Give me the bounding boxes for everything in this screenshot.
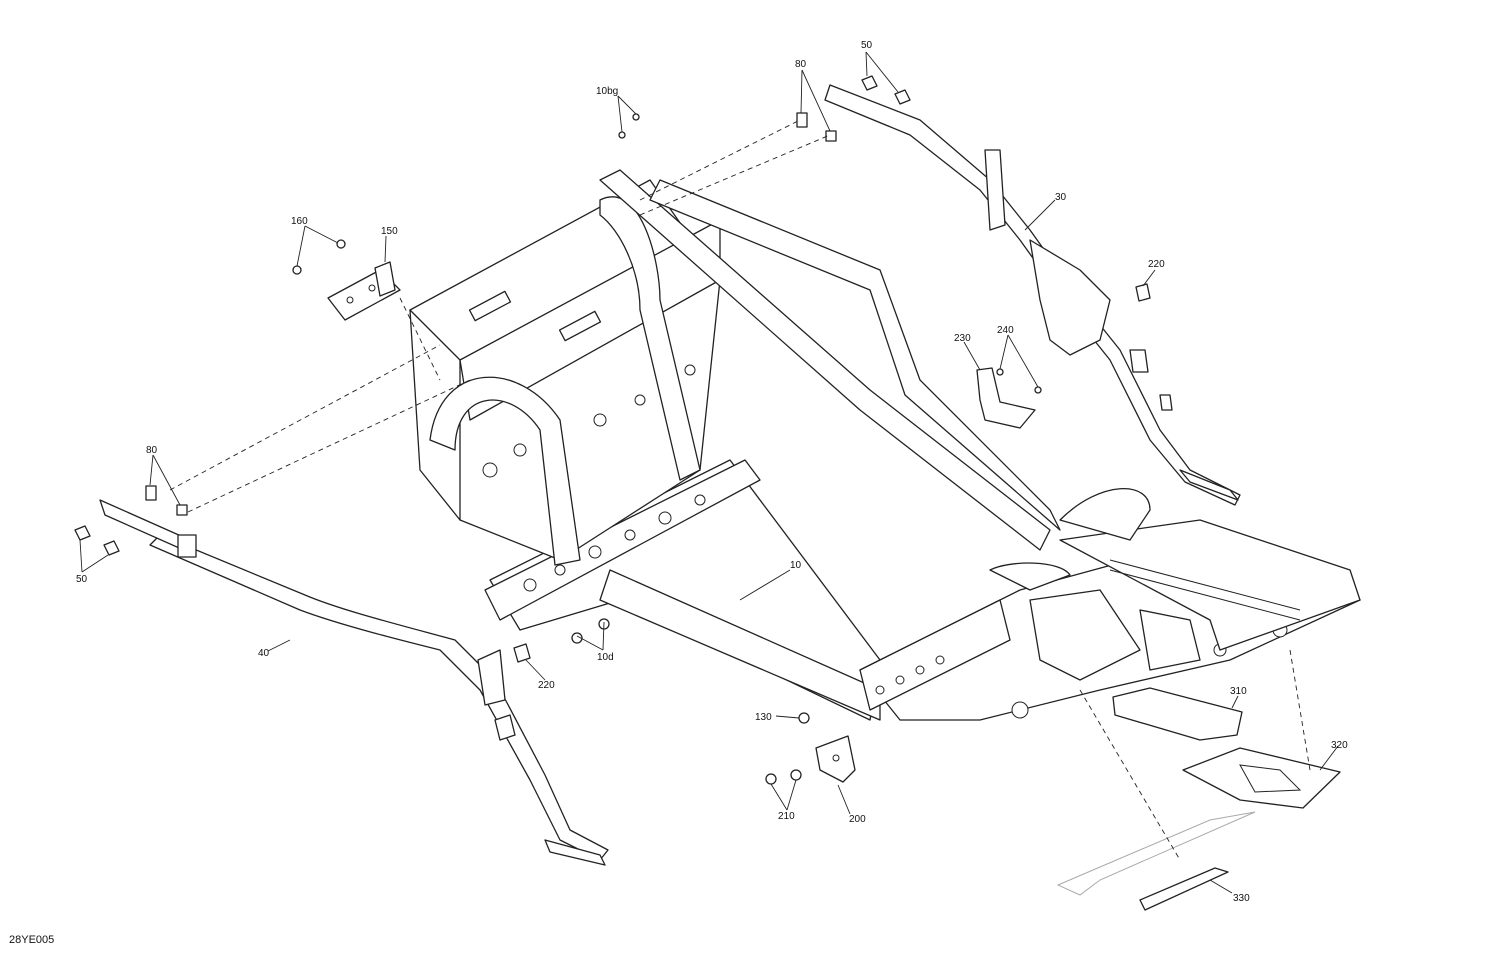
leader-lines [79,51,1339,894]
pad-310[interactable] [1112,687,1243,741]
bolt-50-left[interactable] [74,525,120,556]
callout-240: 240 [997,325,1014,336]
main-frame[interactable] [409,169,1361,721]
figure-id: 28YE005 [9,934,55,946]
callout-40: 40 [258,648,270,659]
bracket-200[interactable] [815,735,856,783]
callout-210: 210 [778,811,795,822]
clip-80-left[interactable] [145,485,188,516]
callout-160: 160 [291,216,308,227]
callout-230: 230 [954,333,971,344]
callout-200: 200 [849,814,866,825]
bracket-150[interactable] [327,261,401,321]
strip-330[interactable] [1056,811,1256,911]
callout-10d: 10d [597,652,614,663]
callout-150: 150 [381,226,398,237]
bolt-50-right[interactable] [861,75,911,105]
callout-50-left: 50 [76,574,88,585]
callout-10: 10 [790,560,802,571]
callout-50-right: 50 [861,40,873,51]
nut-210[interactable] [765,769,802,785]
bolt-10bg[interactable] [618,113,640,139]
callout-320: 320 [1331,740,1348,751]
clip-220-left[interactable] [513,643,531,663]
callout-220-right: 220 [1148,259,1165,270]
callout-30: 30 [1055,192,1067,203]
plate-320[interactable] [1182,747,1341,809]
right-side-tube[interactable] [824,84,1241,506]
callout-80-right: 80 [795,59,807,70]
bracket-230[interactable] [976,367,1036,429]
bolt-160[interactable] [292,239,346,275]
callout-80-left: 80 [146,445,158,456]
nut-130[interactable] [798,712,810,724]
alignment-lines [169,119,1311,861]
callout-310: 310 [1230,686,1247,697]
callout-130: 130 [755,712,772,723]
left-side-tube[interactable] [99,499,609,866]
clip-80-right[interactable] [796,112,837,142]
callout-220-left: 220 [538,680,555,691]
callout-10bg: 10bg [596,86,618,97]
callout-330: 330 [1233,893,1250,904]
clip-220-right[interactable] [1135,283,1151,302]
bolt-240[interactable] [996,368,1042,394]
